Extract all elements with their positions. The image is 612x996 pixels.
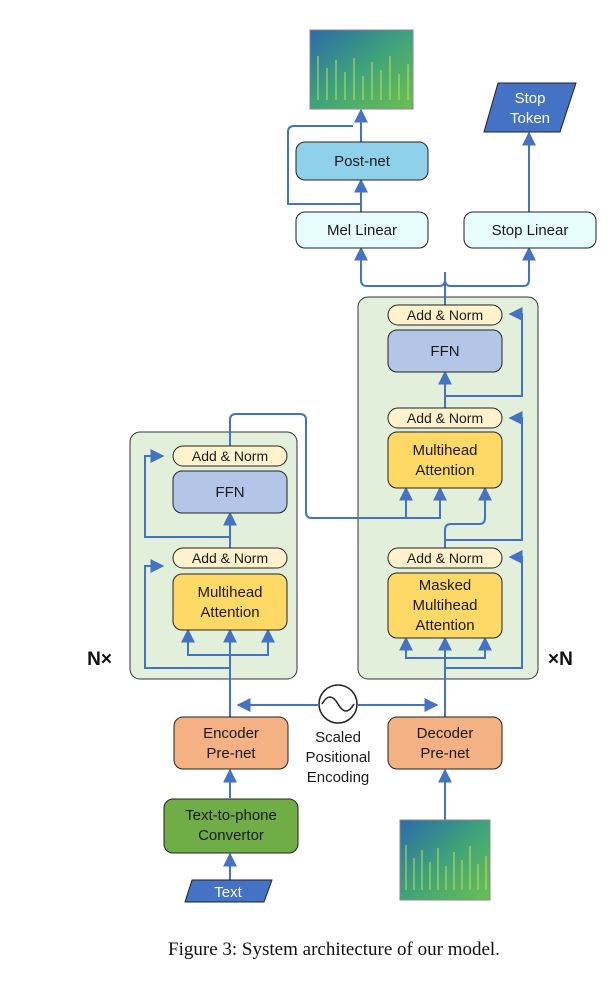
encoder-multihead-attention: Multihead Attention <box>172 573 288 631</box>
mel-spectrogram-output-image <box>309 29 414 110</box>
mel-spectrogram-input-image <box>399 819 491 901</box>
encoder-add-norm-2-label: Add & Norm <box>192 448 268 464</box>
text-to-phone-convertor: Text-to-phone Convertor <box>163 798 299 854</box>
encoder-add-norm-1: Add & Norm <box>172 547 288 569</box>
decoder-prenet: Decoder Pre-net <box>387 716 503 770</box>
encoder-add-norm-1-label: Add & Norm <box>192 550 268 566</box>
decoder-repeat-label: ×N <box>548 649 573 670</box>
encoder-prenet: Encoder Pre-net <box>173 716 289 770</box>
stop-linear-label: Stop Linear <box>492 222 569 239</box>
mel-linear: Mel Linear <box>295 211 429 249</box>
decoder-prenet-line-1: Decoder <box>417 725 474 742</box>
encoder-prenet-line-1: Encoder <box>203 725 259 742</box>
decoder-add-norm-3-label: Add & Norm <box>407 307 483 323</box>
decoder-add-norm-1: Add & Norm <box>387 547 503 569</box>
encoder-add-norm-2: Add & Norm <box>172 445 288 467</box>
post-net: Post-net <box>295 141 429 181</box>
connectors <box>144 108 536 880</box>
pe-line-2: Positional <box>305 749 370 766</box>
encoder-multihead-line-2: Attention <box>200 604 259 621</box>
encoder-ffn: FFN <box>172 470 288 514</box>
text-input: Text <box>184 879 273 903</box>
decoder-add-norm-2: Add & Norm <box>387 407 503 429</box>
decoder-multihead-line-1: Multihead <box>412 442 477 459</box>
encoder-prenet-line-2: Pre-net <box>206 745 256 762</box>
convertor-line-1: Text-to-phone <box>185 807 277 824</box>
positional-encoding: Scaled Positional Encoding <box>305 684 371 786</box>
stop-token: Stop Token <box>483 82 577 133</box>
pe-line-1: Scaled <box>315 729 361 746</box>
stop-linear: Stop Linear <box>463 211 597 249</box>
decoder-masked-line-3: Attention <box>415 617 474 634</box>
convertor-line-2: Convertor <box>198 827 264 844</box>
decoder-masked-line-2: Multihead <box>412 597 477 614</box>
decoder-masked-multihead-attention: Masked Multihead Attention <box>387 572 503 639</box>
encoder-ffn-label: FFN <box>215 484 244 501</box>
decoder-add-norm-2-label: Add & Norm <box>407 410 483 426</box>
decoder-ffn-label: FFN <box>430 343 459 360</box>
decoder-ffn: FFN <box>387 329 503 373</box>
pe-line-3: Encoding <box>307 769 370 786</box>
decoder-masked-line-1: Masked <box>419 577 472 594</box>
decoder-add-norm-1-label: Add & Norm <box>407 550 483 566</box>
figure-caption: Figure 3: System architecture of our mod… <box>168 939 500 960</box>
decoder-add-norm-3: Add & Norm <box>387 304 503 326</box>
post-net-label: Post-net <box>334 153 391 170</box>
stop-token-line-1: Stop <box>515 90 546 107</box>
encoder-repeat-label: N× <box>87 649 112 670</box>
mel-linear-label: Mel Linear <box>327 222 397 239</box>
stop-token-line-2: Token <box>510 110 550 127</box>
text-input-label: Text <box>214 884 242 901</box>
encoder-multihead-line-1: Multihead <box>197 584 262 601</box>
decoder-prenet-line-2: Pre-net <box>420 745 470 762</box>
decoder-multihead-line-2: Attention <box>415 462 474 479</box>
decoder-multihead-attention: Multihead Attention <box>387 431 503 489</box>
